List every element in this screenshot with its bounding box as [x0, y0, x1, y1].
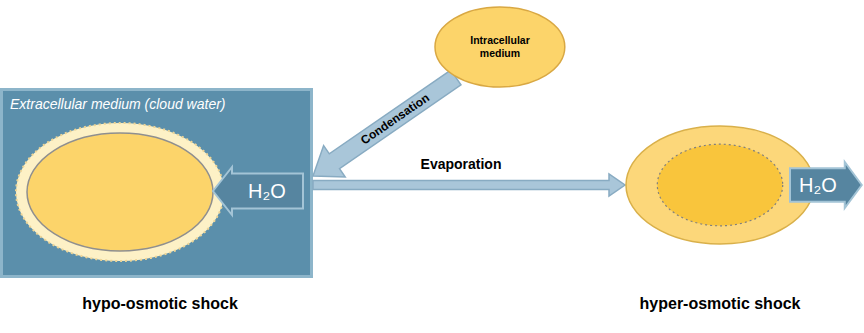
medium-ellipse-shape	[435, 7, 565, 87]
block-arrow-shape	[790, 162, 862, 208]
extracellular-box: Extracellular medium (cloud water)hypo-o…	[0, 88, 313, 278]
process-label: Evaporation	[421, 156, 502, 172]
shrunken-cell: hyper-osmotic shock	[625, 125, 815, 245]
swollen-cell	[27, 133, 213, 251]
state-caption: hyper-osmotic shock	[640, 295, 801, 313]
block-arrow-shape	[213, 167, 303, 215]
medium-ellipse: Intracellular medium	[434, 6, 566, 88]
medium-region	[2, 90, 312, 277]
water-label: H₂O	[248, 180, 286, 203]
evaporation-arrow	[313, 174, 625, 196]
water-efflux-arrow: H₂O	[789, 161, 863, 209]
cell-wall	[626, 126, 814, 244]
medium-label: Intracellular medium	[458, 34, 542, 60]
shrunken-cytoplasm	[657, 144, 782, 226]
shrunken-cell-outline	[625, 125, 815, 245]
cell-halo	[16, 123, 224, 261]
medium-label: Extracellular medium (cloud water)	[10, 96, 226, 112]
water-influx-arrow: H₂O	[212, 166, 304, 216]
state-caption: hypo-osmotic shock	[82, 295, 238, 313]
process-label: Condensation	[358, 91, 432, 148]
water-label: H₂O	[799, 174, 837, 197]
